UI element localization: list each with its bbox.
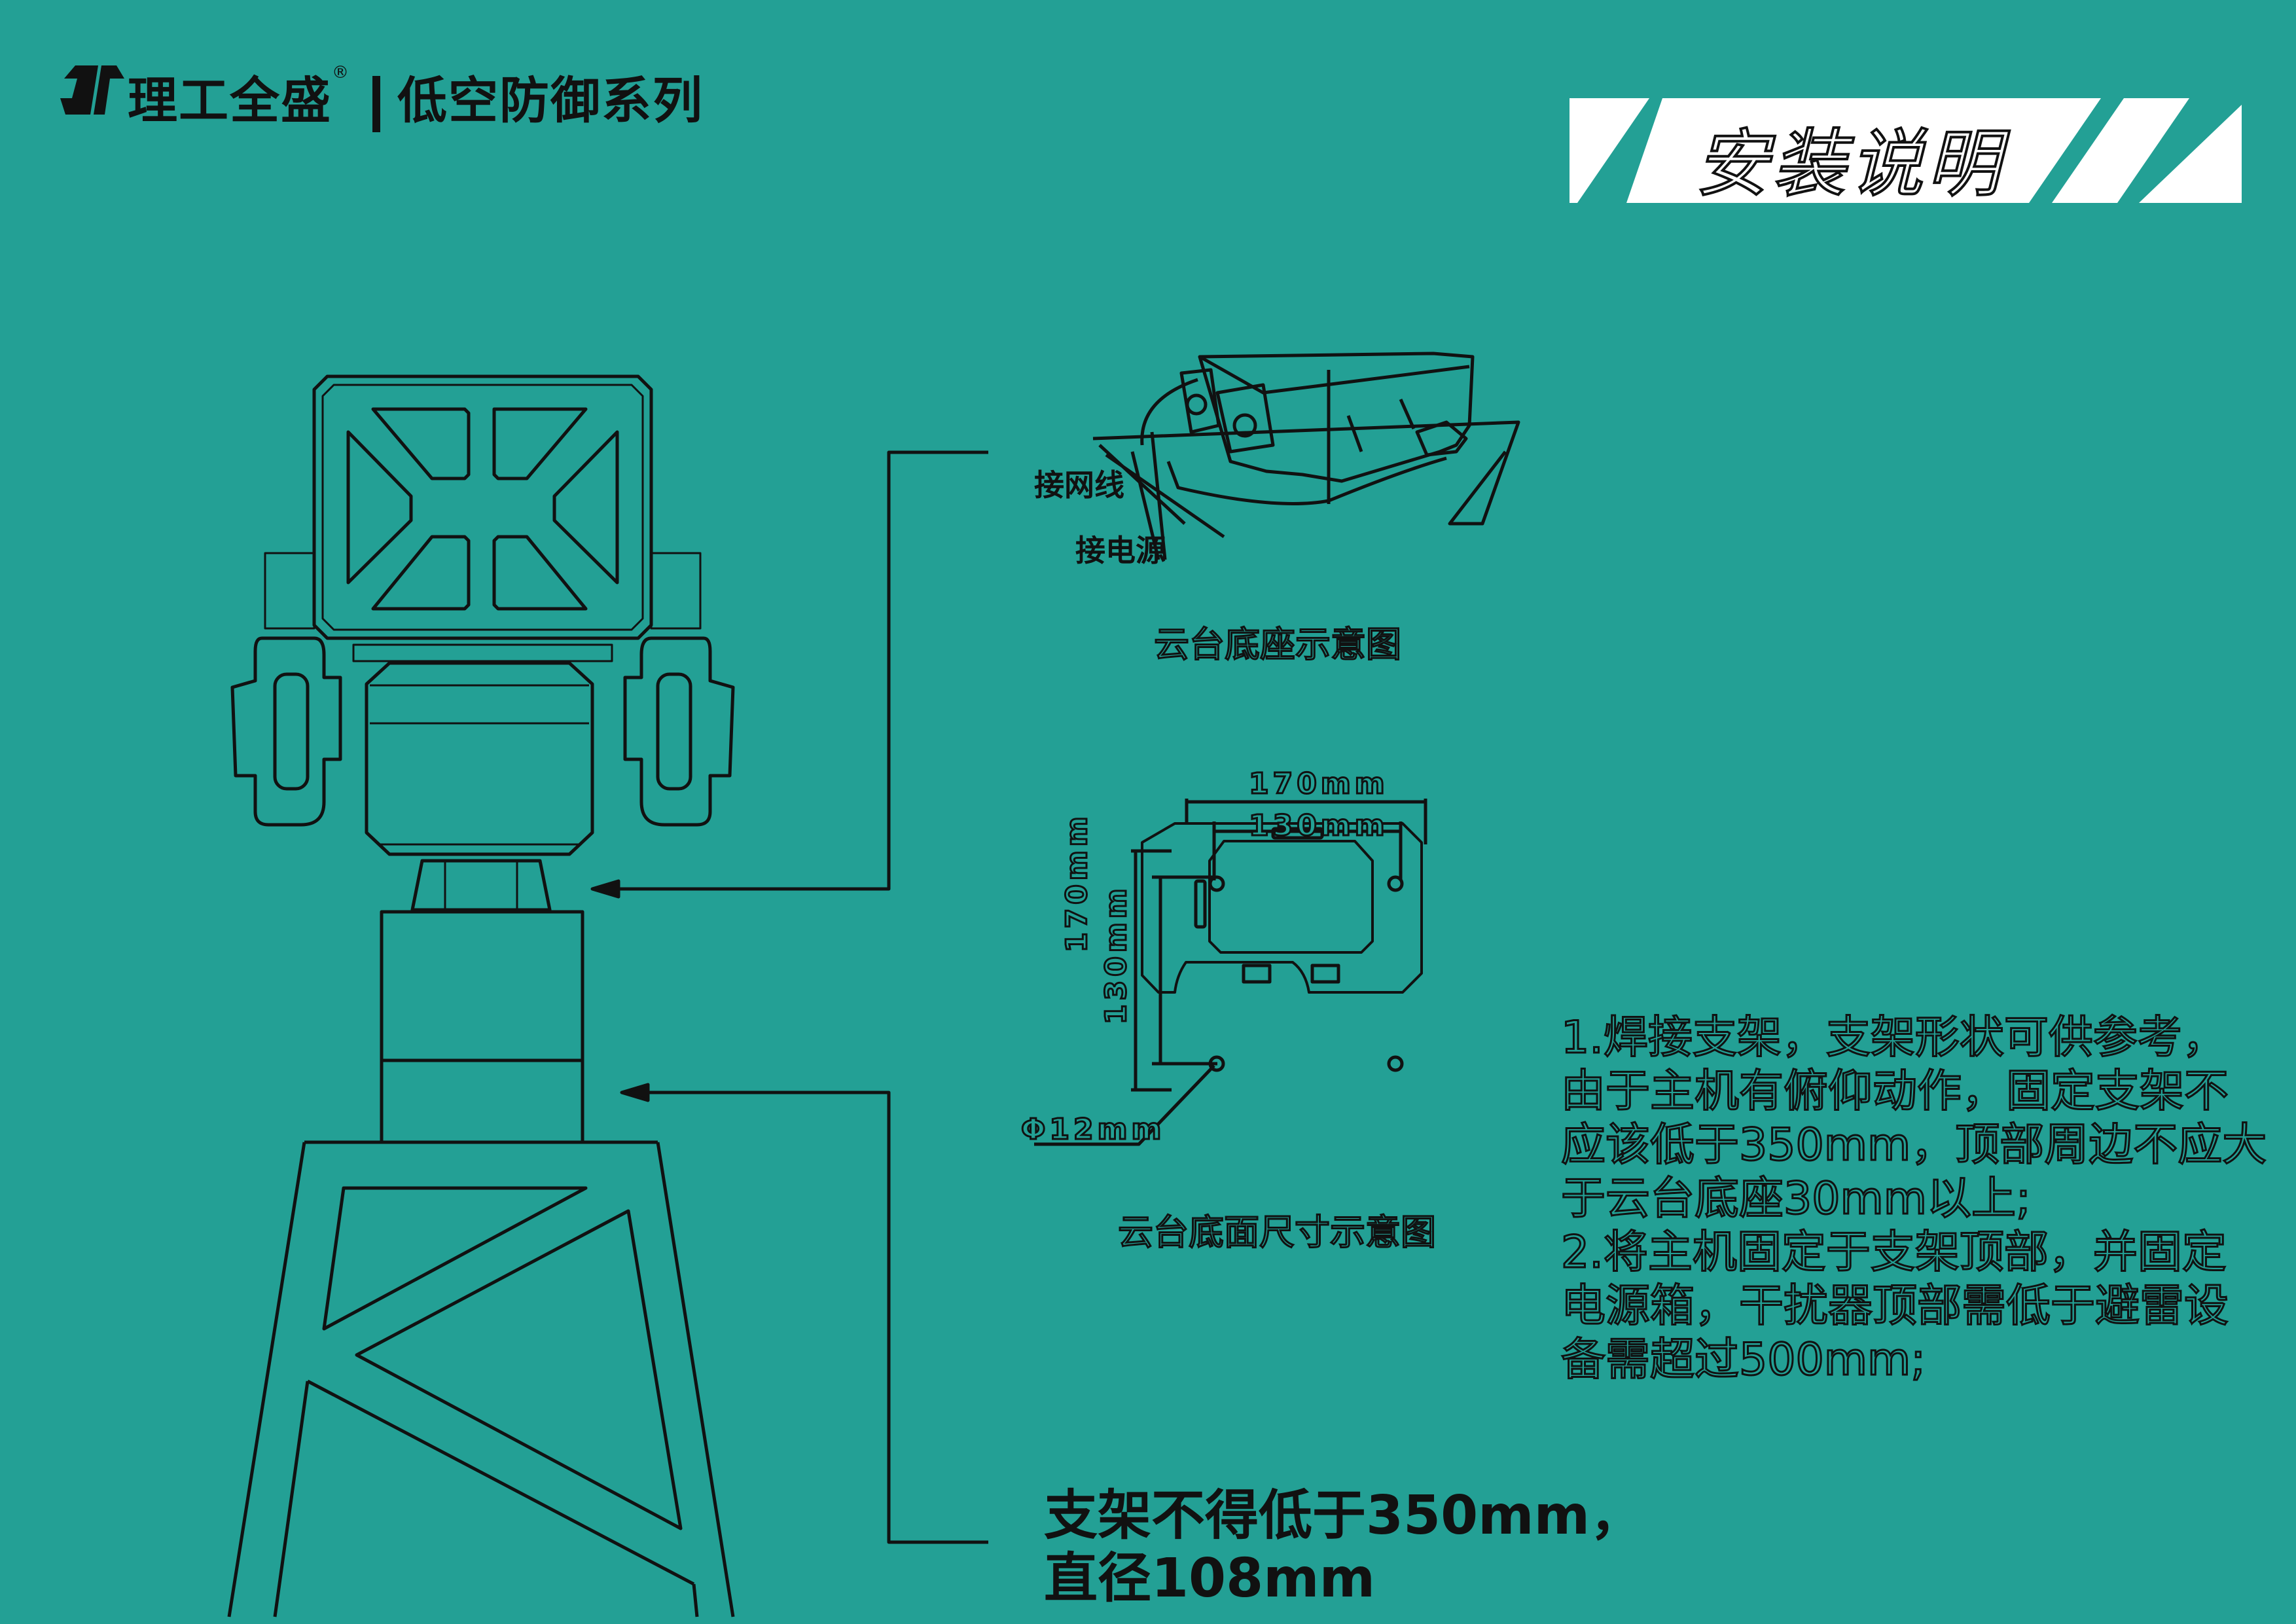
series-name: 低空防御系列 <box>397 71 704 130</box>
installation-notes: 1.焊接支架，支架形状可供参考， 由于主机有俯仰动作，固定支架不 应该低于350… <box>1560 1011 2287 1387</box>
header-divider <box>372 76 380 132</box>
note-line: 由于主机有俯仰动作，固定支架不 <box>1560 1065 2230 1119</box>
leader-lines <box>590 450 988 1544</box>
base-diagram-caption: 云台底座示意图 <box>1153 623 1403 666</box>
radar-device-drawing <box>227 374 735 1617</box>
bracket-requirement: 支架不得低于350mm， 直径108mm <box>1044 1485 1643 1610</box>
label-power: 接电源 <box>1075 533 1166 568</box>
note-line: 备需超过500mm; <box>1560 1333 1927 1387</box>
banner-title: 安装说明 <box>1694 120 2004 208</box>
gimbal-base-sketch <box>1092 352 1520 560</box>
dim-hole-diameter: Φ12mm <box>1020 1112 1166 1147</box>
dimension-diagram-caption: 云台底面尺寸示意图 <box>1117 1211 1437 1254</box>
dim-inner-height: 130mm <box>1099 884 1134 1026</box>
brand-name: 理工全盛 <box>128 71 332 130</box>
note-line: 应该低于350mm，顶部周边不应大 <box>1560 1119 2268 1172</box>
logo-icon <box>60 65 124 115</box>
registered-mark: ® <box>332 63 350 82</box>
note-line: 于云台底座30mm以上; <box>1560 1172 2032 1226</box>
brand-header: 理工全盛® 低空防御系列 <box>128 60 704 132</box>
bracket-height-note: 支架不得低于350mm， <box>1044 1485 1644 1547</box>
note-line: 1.焊接支架，支架形状可供参考， <box>1560 1011 2228 1065</box>
label-network-cable: 接网线 <box>1034 467 1124 503</box>
dim-outer-height: 170mm <box>1060 812 1095 954</box>
bracket-diameter-note: 直径108mm <box>1044 1547 1376 1610</box>
dim-inner-width: 130mm <box>1248 808 1389 844</box>
dim-outer-width: 170mm <box>1248 767 1389 802</box>
note-line: 2.将主机固定于支架顶部，并固定 <box>1560 1226 2228 1280</box>
note-line: 电源箱，干扰器顶部需低于避雷设 <box>1560 1280 2230 1333</box>
banner-stripes <box>1570 98 2242 203</box>
gimbal-bottom-dimension-drawing <box>1034 799 1427 1146</box>
